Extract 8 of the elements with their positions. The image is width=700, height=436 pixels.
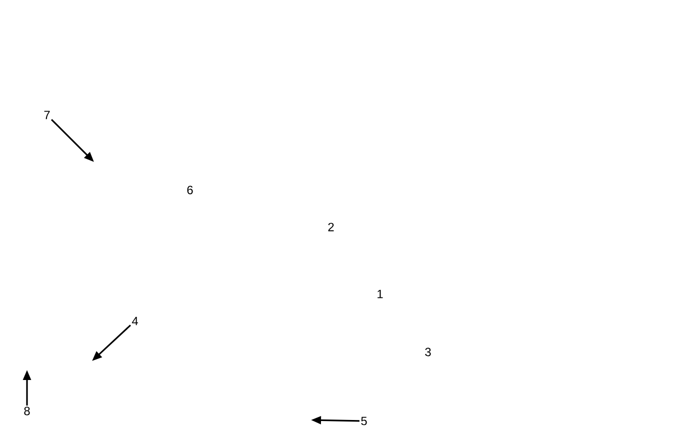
callout-number: 7 (44, 110, 50, 120)
callout-number: 3 (425, 348, 431, 356)
callout-number: 4 (132, 316, 138, 326)
callout-number: 2 (328, 222, 334, 232)
callout-number: 5 (361, 416, 367, 426)
callout-number: 6 (187, 186, 193, 194)
callout-number: 1 (378, 290, 383, 298)
callout-number: 8 (24, 406, 30, 416)
